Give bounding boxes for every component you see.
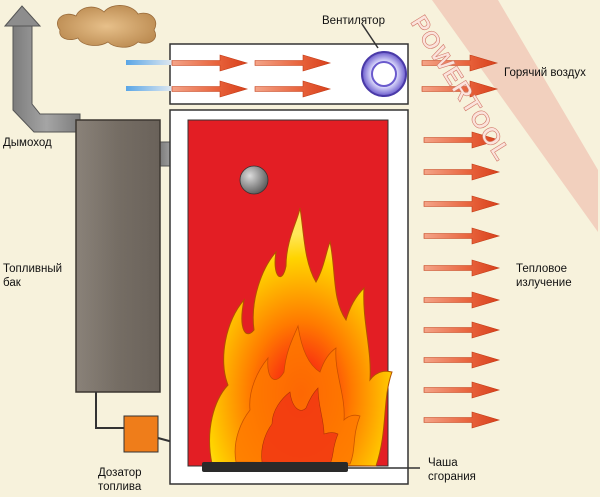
radiation-arrow [423,411,500,429]
radiation-arrow [423,227,500,245]
sensor-ball [239,165,269,195]
fuel-line [95,392,124,429]
radiation-arrow [423,291,500,309]
radiation-arrow [423,351,500,369]
radiation-arrow [423,195,500,213]
burner-bowl-label-line2: сгорания [428,471,476,483]
fuel-doser-label-line1: Дозатор [98,467,142,479]
burner-bowl [202,462,348,472]
fuel-tank [75,119,161,393]
fuel-tank-label-line1: Топливный [3,263,63,275]
burner-bowl-label-line1: Чаша [428,457,458,469]
chimney-label: Дымоход [3,137,52,149]
fan-pointer [361,23,379,49]
flame-icon [209,207,393,467]
heat-radiation-arrows [423,131,500,429]
fan-icon [361,51,407,97]
smoke-icon [57,5,157,48]
watermark-band [432,0,598,232]
radiation-arrow [423,259,500,277]
hot-air-label: Горячий воздух [504,67,586,79]
radiation-arrow [423,381,500,399]
cool-air-arrows [126,54,248,98]
radiation-arrow [423,163,500,181]
heat-radiation-label-line2: излучение [516,277,572,289]
fuel-doser-label-line2: топлива [98,481,142,493]
fuel-tank-label-line2: бак [3,277,21,289]
chimney-cap-icon [3,5,42,27]
fuel-doser [123,415,159,453]
heat-radiation-label-line1: Тепловое [516,263,568,275]
fan-label: Вентилятор [322,15,385,27]
radiation-arrow [423,321,500,339]
